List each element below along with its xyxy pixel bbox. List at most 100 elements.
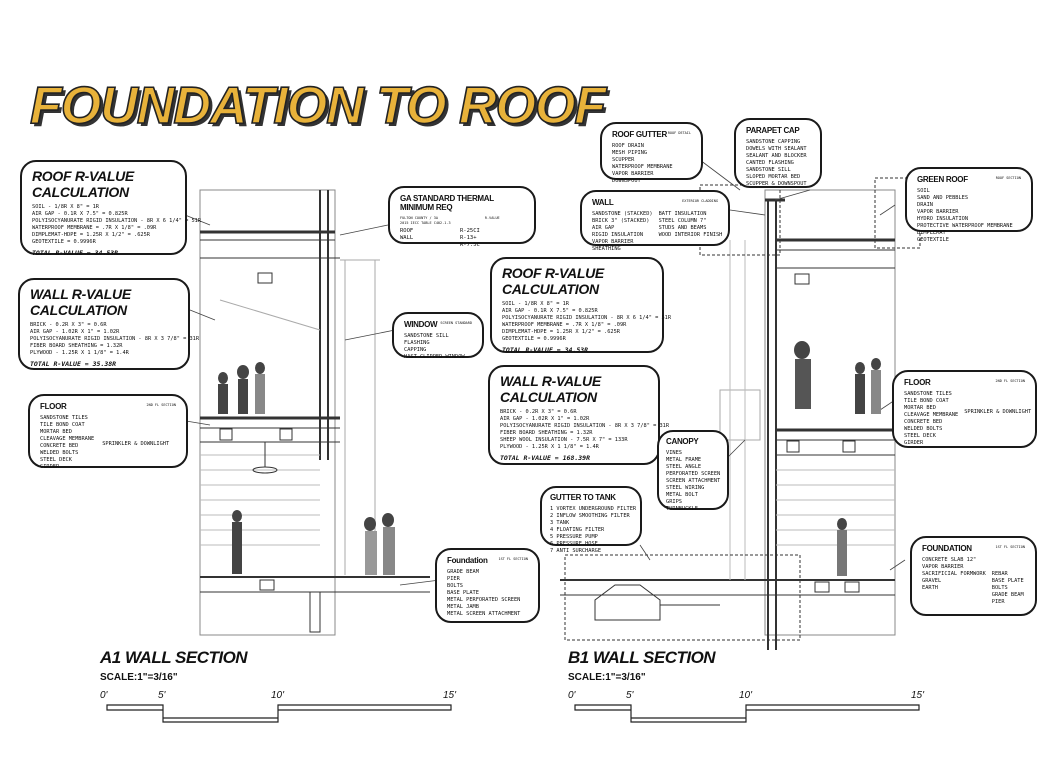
gutter-tank-line: 4 FLOATING FILTER [550, 527, 605, 533]
a1-foundation-line: PIER [447, 576, 460, 582]
gutter-tank-line: 7 ANTI SURCHARGE [550, 548, 602, 554]
b1-foundation-line: BASE PLATE [991, 578, 1024, 584]
parapet-line: SLOPED MORTAR BED [746, 174, 801, 180]
b1-foundation-line: CONCRETE SLAB 12" [922, 557, 977, 563]
canopy-line: GRIPS [666, 499, 682, 505]
a1-foundation-callout: Foundation 1ST FL SECTION GRADE BEAM PIE… [435, 548, 540, 623]
ga-row-key: ROOF [400, 228, 414, 234]
b1-wall-calc-line: SHEEP WOOL INSULATION - 7.5R X 7" = 133R [500, 437, 628, 443]
b1-roof-calc-line: DIMPLEMAT-HDPE = 1.25R X 1/2" = .625R [502, 329, 620, 335]
a1-scale-tick: 10' [271, 690, 285, 701]
green-roof-line: DRAIN [917, 202, 933, 208]
a1-wall-calc-total: TOTAL R-VALUE = 35.38R [30, 360, 117, 368]
a1-roof-r-value-callout: ROOF R-VALUE CALCULATION SOIL - 1/8R X 8… [20, 160, 202, 257]
canopy-line: VINES [666, 450, 682, 456]
a1-roof-calc-line: AIR GAP - 0.1R X 7.5" = 0.825R [32, 211, 128, 217]
window-line: HAST CLIPPED WINDOW [404, 354, 465, 360]
b1-parapet-cap-callout: PARAPET CAP SANDSTONE CAPPING DOWELS WIT… [734, 118, 822, 188]
b1-foundation-tag: 1ST FL SECTION [995, 545, 1025, 549]
wall-detail-line: AIR GAP [592, 225, 615, 231]
b1-roof-calc-line: POLYISOCYANURATE RIGID INSULATION - 8R X… [502, 315, 672, 321]
b1-roof-calc-title: ROOF R-VALUE CALCULATION [502, 265, 604, 297]
canopy-line: METAL FRAME [666, 457, 702, 463]
wall-detail-tag: EXTERIOR CLADDING [682, 199, 718, 203]
gutter-tank-line: 3 TANK [550, 520, 570, 526]
wall-detail-line: STUDS AND BEAMS [658, 225, 707, 231]
b1-roof-calc-total: TOTAL R-VALUE = 34.53R [502, 346, 589, 354]
window-tag: SCREEN STANDARD [440, 321, 472, 325]
a1-foundation-line: METAL JAMB [447, 604, 479, 610]
a1-foundation-line: BOLTS [447, 583, 463, 589]
window-line: CAPPING [404, 347, 427, 353]
green-roof-tag: ROOF SECTION [995, 176, 1021, 180]
a1-wall-calc-line: BRICK - 0.2R X 3" = 0.6R [30, 322, 107, 328]
ga-standard-title: GA STANDARD THERMAL MINIMUM REQ [400, 194, 494, 212]
canopy-line: STEEL ANGLE [666, 464, 702, 470]
b1-floor-line: CONCRETE BED [904, 419, 943, 425]
b1-roof-calc-line: AIR GAP - 0.1R X 7.5" = 0.825R [502, 308, 598, 314]
b1-floor-line: MORTAR BED [904, 405, 936, 411]
canopy-title: CANOPY [666, 437, 699, 446]
gutter-tank-title: GUTTER TO TANK [550, 493, 616, 502]
a1-roof-calc-total: TOTAL R-VALUE = 34.53R [32, 249, 119, 257]
roof-gutter-line: DOWNSPOUT [612, 178, 641, 184]
a1-roof-calc-line: DIMPLEMAT-HDPE = 1.25R X 1/2" = .625R [32, 232, 150, 238]
ga-row-value: R-7.5C [460, 242, 480, 248]
gutter-tank-line: 5 PRESSURE PUMP [550, 534, 598, 540]
b1-floor-line: TILE BOND COAT [904, 398, 949, 404]
window-line: SANDSTONE SILL [404, 333, 449, 339]
canopy-line: TURNBUCKLE [666, 506, 698, 512]
a1-wall-r-value-callout: WALL R-VALUE CALCULATION BRICK - 0.2R X … [18, 278, 199, 370]
b1-wall-calc-line: AIR GAP - 1.02R X 1" = 1.02R [500, 416, 590, 422]
b1-wall-r-value-callout: WALL R-VALUE CALCULATION BRICK - 0.2R X … [488, 365, 670, 465]
b1-wall-calc-line: PLYWOOD - 1.25R X 1 1/8" = 1.4R [500, 444, 599, 450]
b1-foundation-line: GRADE BEAM [991, 592, 1024, 598]
parapet-line: SANDSTONE CAPPING [746, 139, 801, 145]
parapet-title: PARAPET CAP [746, 126, 800, 135]
a1-floor-line: SANDSTONE TILES [40, 415, 88, 421]
green-roof-line: HYDRO INSULATION [917, 216, 969, 222]
parapet-line: DOWELS WITH SEALANT [746, 146, 807, 152]
wall-detail-line: SHEATHING [592, 246, 621, 252]
page-title: FOUNDATION TO ROOF [29, 77, 607, 135]
a1-roof-calc-line: GEOTEXTILE = 0.9996R [32, 239, 96, 245]
wall-detail-line: BATT INSULATION [658, 211, 707, 217]
a1-roof-calc-line: POLYISOCYANURATE RIGID INSULATION - 8R X… [32, 218, 202, 224]
a1-wall-calc-line: PLYWOOD - 1.25R X 1 1/8" = 1.4R [30, 350, 129, 356]
b1-foundation-line: PIER [991, 599, 1005, 605]
b1-roof-calc-line: SOIL - 1/8R X 8" = 1R [502, 301, 569, 307]
b1-wall-calc-line: FIBER BOARD SHEATHING = 1.32R [500, 430, 593, 436]
a1-floor-title: FLOOR [40, 402, 67, 411]
roof-gutter-line: MESH PIPING [612, 150, 648, 156]
b1-wall-calc-line: POLYISOCYANURATE RIGID INSULATION - 8R X… [500, 423, 670, 429]
a1-roof-calc-line: SOIL - 1/8R X 8" = 1R [32, 204, 99, 210]
a1-section-drawing [199, 189, 430, 636]
a1-floor-callout: FLOOR 2ND FL SECTION SANDSTONE TILES TIL… [28, 394, 188, 470]
wall-detail-line: RIGID INSULATION [592, 232, 644, 238]
b1-scale-tick: 5' [626, 690, 634, 701]
b1-wall-detail-callout: WALL EXTERIOR CLADDING SANDSTONE (STACKE… [580, 190, 730, 252]
wall-detail-line: WOOD INTERIOR FINISH [658, 232, 723, 238]
b1-foundation-callout: FOUNDATION 1ST FL SECTION CONCRETE SLAB … [910, 536, 1037, 616]
b1-section-title: B1 WALL SECTION [568, 648, 716, 667]
a1-floor-line: CLEAVAGE MEMBRANE [40, 436, 95, 442]
gutter-tank-line: 1 VORTEX UNDERGROUND FILTER [550, 506, 637, 512]
roof-gutter-line: WATERPROOF MEMBRANE [612, 164, 673, 170]
roof-gutter-tag: ROOF DETAIL [667, 131, 691, 135]
a1-ga-standard-callout: GA STANDARD THERMAL MINIMUM REQ FULTON C… [388, 186, 536, 248]
b1-wall-calc-line: BRICK - 0.2R X 3" = 0.6R [500, 409, 577, 415]
b1-roof-r-value-callout: ROOF R-VALUE CALCULATION SOIL - 1/8R X 8… [490, 257, 672, 354]
b1-foundation-line: SACRIFICIAL FORMWORK [922, 571, 986, 577]
parapet-line: SANDSTONE SILL [746, 167, 791, 173]
gutter-tank-line: 6 PRESSURE HOSE [550, 541, 598, 547]
roof-gutter-title: ROOF GUTTER [612, 130, 667, 139]
a1-floor-note: SPRINKLER & DOWNLIGHT [102, 441, 170, 447]
a1-wall-calc-line: AIR GAP - 1.02R X 1" = 1.02R [30, 329, 120, 335]
wall-detail-title: WALL [592, 198, 614, 207]
b1-wall-calc-title: WALL R-VALUE CALCULATION [500, 373, 601, 405]
b1-floor-line: GIRDER [904, 440, 924, 446]
parapet-line: SEALANT AND BLOCKER [746, 153, 807, 159]
green-roof-line: DIMPLEMAT [917, 230, 946, 236]
gutter-tank-line: 2 INFLOW SMOOTHING FILTER [550, 513, 630, 519]
b1-floor-line: WELDED BOLTS [904, 426, 943, 432]
